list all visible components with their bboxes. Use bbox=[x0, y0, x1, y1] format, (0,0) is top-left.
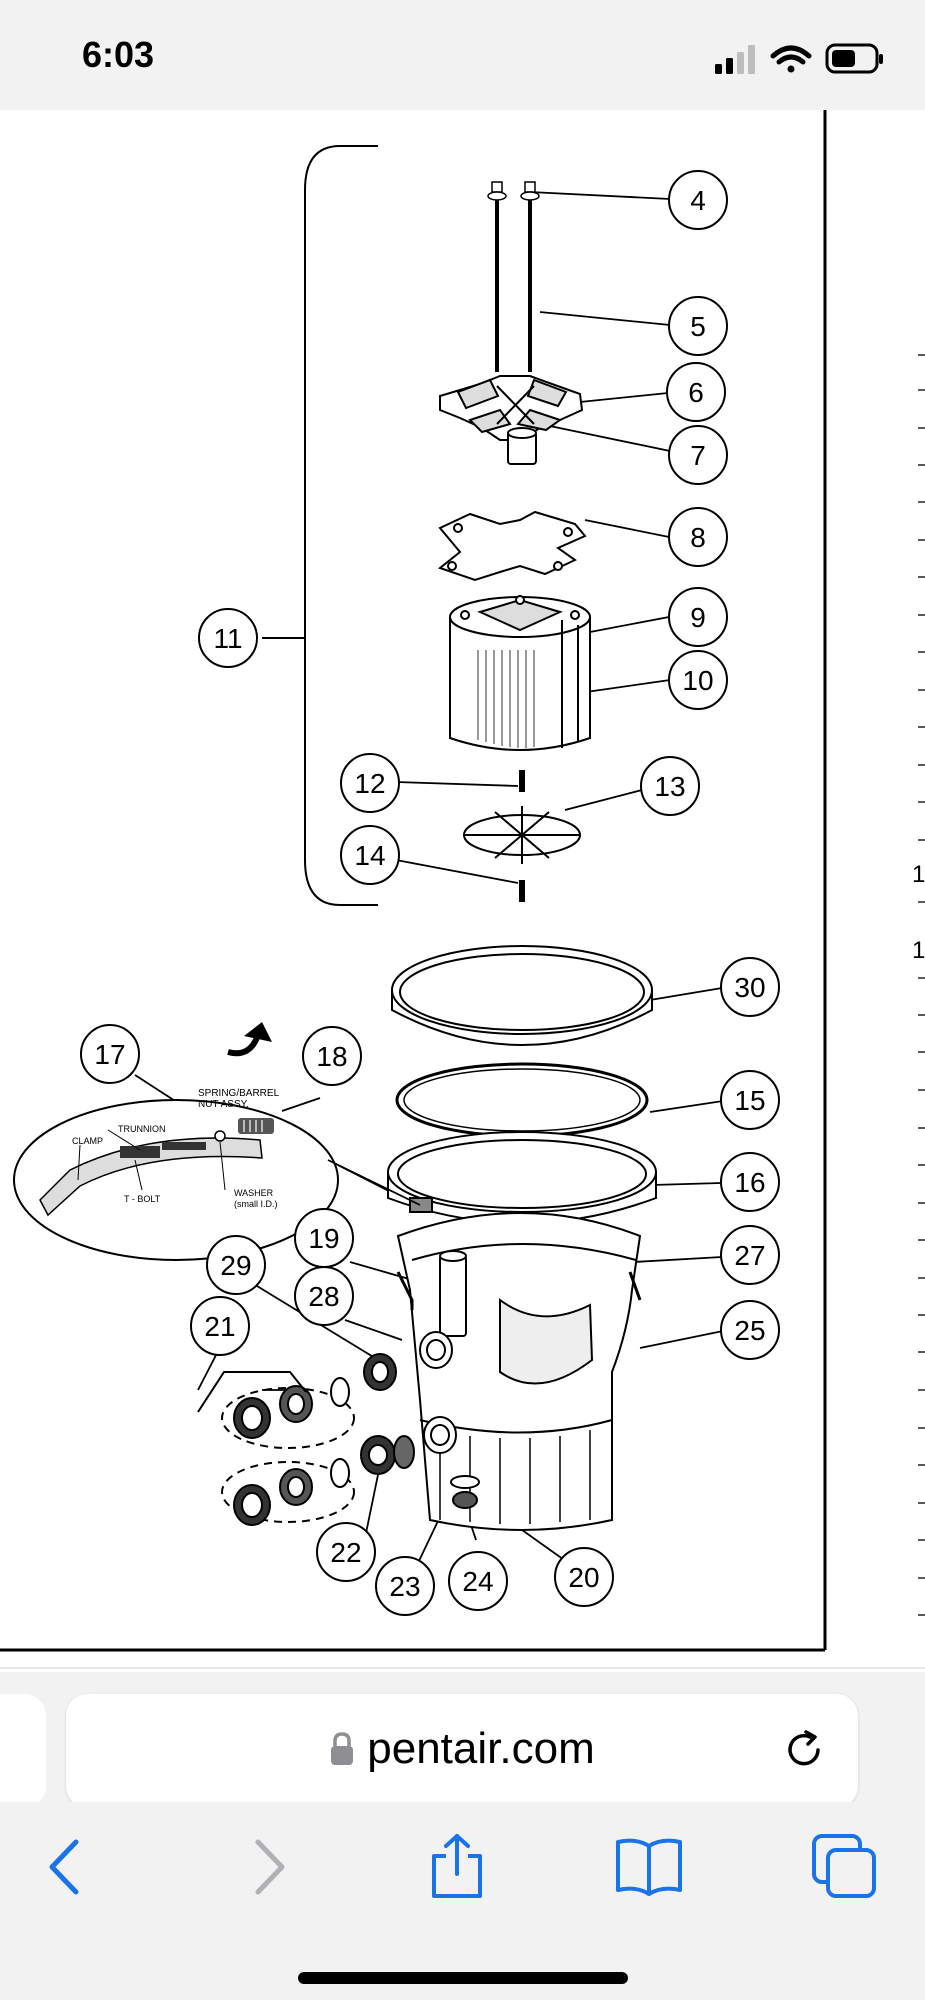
status-bar: 6:03 bbox=[0, 0, 925, 110]
callout-18: 18 bbox=[316, 1041, 347, 1072]
edge-glyph-2: 1 bbox=[912, 937, 925, 964]
forward-icon[interactable] bbox=[232, 1832, 302, 1902]
lock-icon bbox=[331, 1732, 354, 1765]
callout-28: 28 bbox=[308, 1281, 339, 1312]
callout-11: 11 bbox=[213, 623, 242, 654]
callout-30: 30 bbox=[734, 972, 765, 1003]
parts-diagram: 1 1 bbox=[0, 110, 925, 1669]
previous-tab-edge[interactable] bbox=[0, 1694, 46, 1808]
assembly-bracket bbox=[304, 145, 378, 906]
callout-23: 23 bbox=[389, 1571, 420, 1602]
fittings bbox=[221, 1331, 480, 1526]
inset-label-trunnion: TRUNNION bbox=[118, 1124, 166, 1134]
filter-cartridge bbox=[449, 595, 591, 751]
adjacent-column-ticks bbox=[918, 354, 925, 1616]
pin-top bbox=[519, 770, 525, 792]
status-time: 6:03 bbox=[82, 34, 155, 75]
callout-5: 5 bbox=[690, 311, 706, 342]
clamp-detail-inset: SPRING/BARREL NUT ASSY. TRUNNION CLAMP T… bbox=[13, 1088, 421, 1261]
callout-25: 25 bbox=[734, 1315, 765, 1346]
bookmarks-icon[interactable] bbox=[614, 1832, 684, 1902]
callout-22: 22 bbox=[330, 1537, 361, 1568]
cellular-signal-icon bbox=[715, 45, 755, 74]
share-icon[interactable] bbox=[422, 1832, 492, 1902]
callout-numbers: 4 5 6 7 8 9 10 11 12 13 14 30 15 16 27 2… bbox=[94, 185, 765, 1602]
o-ring bbox=[395, 1062, 649, 1138]
callout-10: 10 bbox=[682, 665, 713, 696]
callout-21: 21 bbox=[204, 1311, 235, 1342]
callout-20: 20 bbox=[568, 1562, 599, 1593]
callout-27: 27 bbox=[734, 1240, 765, 1271]
wifi-icon bbox=[770, 45, 812, 73]
status-icons bbox=[705, 40, 925, 80]
pin-bottom bbox=[519, 880, 525, 902]
web-content: 1 1 bbox=[0, 110, 925, 1670]
address-bar[interactable]: pentair.com bbox=[66, 1694, 858, 1808]
tank-body bbox=[396, 1212, 642, 1531]
url-text: pentair.com bbox=[367, 1724, 595, 1773]
callout-13: 13 bbox=[654, 771, 685, 802]
callout-circles bbox=[80, 170, 780, 1616]
callout-17: 17 bbox=[94, 1039, 125, 1070]
inset-label-nut: NUT ASSY. bbox=[198, 1099, 249, 1110]
bottom-spider bbox=[463, 806, 581, 864]
callout-19: 19 bbox=[308, 1223, 339, 1254]
tabs-icon[interactable] bbox=[810, 1832, 880, 1902]
home-indicator[interactable] bbox=[298, 1972, 628, 1984]
clamp-ring bbox=[387, 1131, 657, 1224]
browser-toolbar bbox=[0, 1802, 925, 2000]
callout-15: 15 bbox=[734, 1085, 765, 1116]
inset-label-tbolt: T - BOLT bbox=[124, 1194, 161, 1204]
back-icon[interactable] bbox=[32, 1832, 102, 1902]
battery-icon bbox=[825, 43, 883, 74]
callout-12: 12 bbox=[354, 768, 385, 799]
callout-9: 9 bbox=[690, 602, 706, 633]
callout-6: 6 bbox=[688, 377, 704, 408]
inset-label-clamp: CLAMP bbox=[72, 1136, 103, 1146]
fitting-group-bracket bbox=[197, 1371, 307, 1413]
inset-label-washer-size: (small I.D.) bbox=[234, 1199, 278, 1209]
inset-label-spring: SPRING/BARREL bbox=[198, 1088, 280, 1099]
callout-4: 4 bbox=[690, 185, 706, 216]
gasket-plate bbox=[437, 510, 587, 582]
reload-icon[interactable] bbox=[782, 1728, 828, 1774]
callout-7: 7 bbox=[690, 440, 706, 471]
callout-24: 24 bbox=[462, 1566, 493, 1597]
callout-14: 14 bbox=[354, 840, 385, 871]
inset-label-washer: WASHER bbox=[234, 1188, 274, 1198]
rotate-arrow-icon bbox=[227, 1022, 272, 1057]
callout-16: 16 bbox=[734, 1167, 765, 1198]
edge-glyph-1: 1 bbox=[912, 861, 925, 888]
manifold bbox=[439, 375, 584, 465]
callout-8: 8 bbox=[690, 522, 706, 553]
callout-29: 29 bbox=[220, 1250, 251, 1281]
tank-lid bbox=[391, 945, 653, 1046]
rods bbox=[487, 181, 540, 372]
address-bar-area: pentair.com bbox=[0, 1672, 925, 1808]
